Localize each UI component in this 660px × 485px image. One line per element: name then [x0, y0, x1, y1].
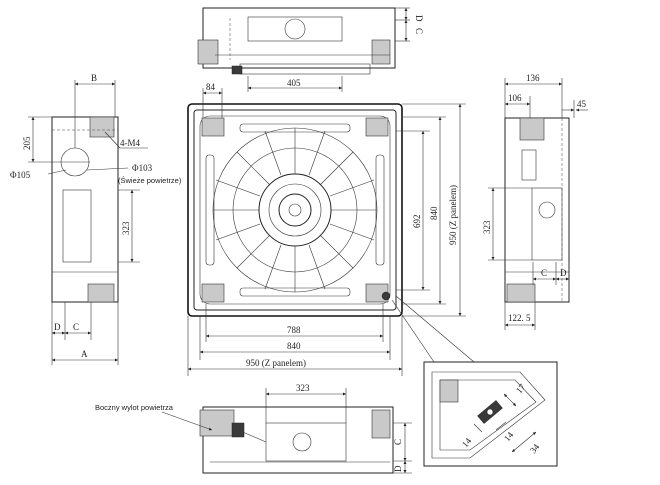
- main-dim-788: 788: [287, 325, 301, 335]
- main-dim-840h: 840: [287, 341, 301, 351]
- right-dim-45: 45: [577, 99, 587, 109]
- detail-dim-17: 17: [514, 382, 528, 396]
- bottom-dim-323: 323: [296, 383, 310, 393]
- left-label-phi105: Φ105: [10, 170, 31, 180]
- right-dim-323: 323: [482, 220, 492, 234]
- bottom-label-side-outlet: Boczny wylot powietrza: [95, 403, 174, 412]
- left-dim-b: B: [91, 73, 97, 83]
- main-dim-840v: 840: [429, 206, 439, 220]
- left-label-phi103: Φ103: [132, 163, 153, 173]
- right-view: 136 106 45 323 C D 122. 5: [482, 73, 588, 330]
- left-dim-d: D: [54, 322, 61, 332]
- left-dim-323: 323: [121, 221, 131, 235]
- left-dim-a: A: [81, 349, 88, 359]
- main-dim-950h: 950 (Z panelem): [246, 358, 306, 368]
- left-dim-c: C: [73, 322, 79, 332]
- bottom-view: Boczny wylot powietrza 323 C D: [95, 383, 412, 474]
- right-dim-106: 106: [508, 93, 522, 103]
- main-dim-950v-text: 950 (Z panelem): [448, 185, 458, 245]
- detail-view: 17 14 14 34: [391, 295, 558, 467]
- top-view: D C 405: [197, 7, 424, 92]
- main-dim-84: 84: [206, 82, 216, 92]
- bottom-dim-c: C: [393, 439, 403, 445]
- top-dim-c: C: [414, 28, 424, 34]
- right-dim-1225: 122. 5: [508, 313, 531, 323]
- main-panel-view: 84 692 840 950 (Z panelem) 788 840 950 (…: [187, 82, 466, 376]
- detail-dim-34: 34: [528, 442, 542, 456]
- top-dim-405: 405: [287, 78, 301, 88]
- left-label-fresh-air: (Świeże powietrze): [118, 176, 182, 185]
- left-dim-205: 205: [22, 136, 32, 150]
- right-dim-d: D: [560, 268, 567, 278]
- main-dim-692: 692: [412, 215, 422, 229]
- bottom-dim-d: D: [393, 465, 403, 472]
- left-label-4m4: 4-M4: [120, 138, 140, 148]
- detail-dim-14a: 14: [460, 436, 474, 450]
- main-dim-950v: 950 (Z panelem): [448, 185, 458, 245]
- right-dim-136: 136: [526, 73, 540, 83]
- right-dim-c: C: [541, 268, 547, 278]
- left-view: B 205 4-M4 Φ103 (Świeże powietrze) Φ105 …: [10, 73, 182, 365]
- top-dim-d: D: [414, 15, 424, 22]
